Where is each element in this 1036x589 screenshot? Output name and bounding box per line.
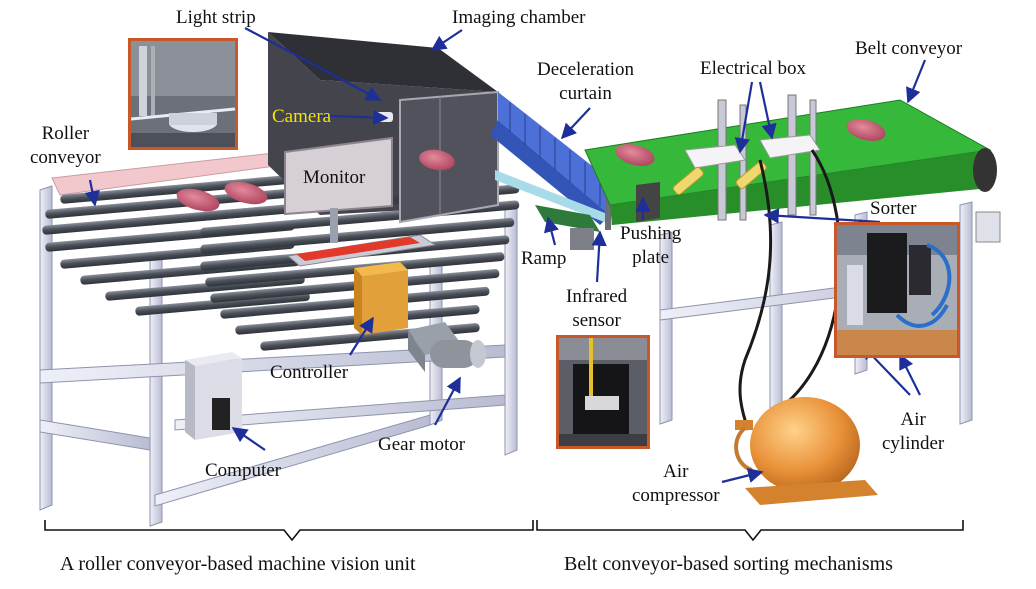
section-sorting: Belt conveyor-based sorting mechanisms (564, 553, 893, 575)
label-pushing-plate: Pushing plate (620, 223, 682, 268)
infrared-sensor-inset (556, 335, 650, 449)
sweet-potato (846, 119, 886, 141)
air-compressor (734, 397, 878, 505)
light-strip-inset (128, 38, 238, 150)
annotation-arrows (84, 27, 927, 484)
section-braces (44, 520, 964, 542)
label-deceleration-curtain: Deceleration curtain (537, 59, 635, 104)
controller (354, 262, 408, 335)
label-sorter: Sorter (870, 198, 917, 219)
sweet-potato (224, 181, 268, 205)
sorter-inset (834, 222, 960, 358)
infrared-sensor-box (570, 228, 594, 250)
sweet-potato (419, 149, 455, 171)
label-gear-motor: Gear motor (378, 434, 466, 455)
label-light-strip: Light strip (176, 7, 256, 28)
label-monitor: Monitor (303, 167, 366, 188)
label-belt-conveyor: Belt conveyor (855, 38, 963, 59)
label-infrared-sensor: Infrared sensor (566, 286, 628, 331)
label-air-compressor: Air compressor (632, 461, 720, 506)
computer (185, 352, 242, 440)
label-computer: Computer (205, 460, 281, 481)
label-roller-conveyor: Roller conveyor (30, 123, 101, 168)
label-air-cylinder: Air cylinder (882, 409, 945, 454)
pushing-plate (636, 182, 660, 222)
ramp (535, 205, 600, 232)
sweet-potato (615, 144, 655, 166)
label-controller: Controller (270, 362, 349, 383)
label-ramp: Ramp (521, 248, 567, 269)
roller-conveyor-frame (39, 185, 518, 527)
sweet-potato (176, 188, 220, 212)
label-camera: Camera (272, 106, 332, 127)
label-imaging-chamber: Imaging chamber (452, 7, 586, 28)
label-electrical-box: Electrical box (700, 58, 807, 79)
deceleration-curtain (490, 92, 612, 225)
monitor (284, 136, 393, 243)
section-vision-unit: A roller conveyor-based machine vision u… (60, 553, 416, 575)
gear-motor (408, 322, 486, 372)
